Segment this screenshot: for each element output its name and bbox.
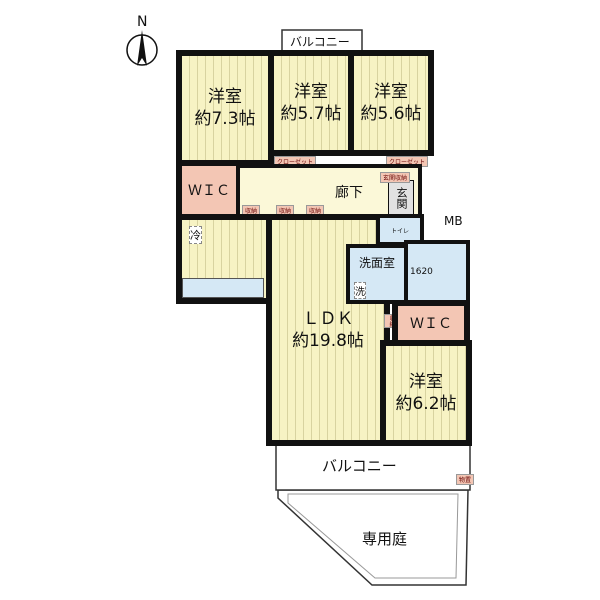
room-size: 約5.6帖 bbox=[360, 104, 422, 124]
garden-label: 専用庭 bbox=[362, 530, 408, 548]
room-size: 約19.8帖 bbox=[292, 331, 364, 351]
room-name: 洋室 bbox=[294, 82, 328, 102]
room-name: 洋室 bbox=[374, 82, 408, 102]
western-room-2: 洋室 約5.7帖 bbox=[268, 50, 354, 156]
room-size: 約5.7帖 bbox=[280, 104, 342, 124]
room-size: 約6.2帖 bbox=[395, 394, 457, 414]
bathroom: 1620 bbox=[404, 240, 470, 304]
room-name: ＷＩＣ bbox=[410, 316, 452, 332]
room-name: 洋室 bbox=[409, 372, 443, 392]
meter-box: MB bbox=[444, 214, 463, 228]
room-name: 洋室 bbox=[208, 87, 242, 107]
western-room-1: 洋室 約7.3帖 bbox=[176, 50, 274, 166]
room-name: 洗面室 bbox=[358, 256, 395, 270]
shed: 物置 bbox=[456, 474, 475, 485]
walk-in-closet-right: ＷＩＣ bbox=[392, 300, 470, 346]
garden-inner-outline bbox=[287, 493, 459, 579]
balcony-top-label: バルコニー bbox=[290, 35, 350, 49]
walk-in-closet-left: ＷＩＣ bbox=[176, 160, 242, 220]
room-name: ＬＤＫ bbox=[302, 309, 354, 329]
entrance: 玄関 bbox=[388, 180, 414, 216]
western-room-4: 洋室 約6.2帖 bbox=[380, 340, 472, 446]
western-room-3: 洋室 約5.6帖 bbox=[348, 50, 434, 156]
compass-icon bbox=[126, 30, 158, 66]
fridge: 冷 bbox=[189, 226, 202, 244]
balcony-bottom-label: バルコニー bbox=[322, 457, 397, 475]
kitchen-counter bbox=[182, 278, 264, 298]
room-name: 玄関 bbox=[395, 187, 408, 209]
room-size: 約7.3帖 bbox=[194, 109, 256, 129]
washer-space: 洗 bbox=[354, 282, 366, 299]
balcony-bottom-outline bbox=[275, 444, 471, 491]
compass-label: N bbox=[137, 14, 148, 30]
room-name: 1620 bbox=[410, 267, 433, 277]
room-name: 廊下 bbox=[335, 185, 363, 201]
room-name: ＷＩＣ bbox=[188, 183, 230, 199]
entrance-storage: 玄関収納 bbox=[380, 172, 411, 183]
room-name: トイレ bbox=[390, 227, 409, 235]
